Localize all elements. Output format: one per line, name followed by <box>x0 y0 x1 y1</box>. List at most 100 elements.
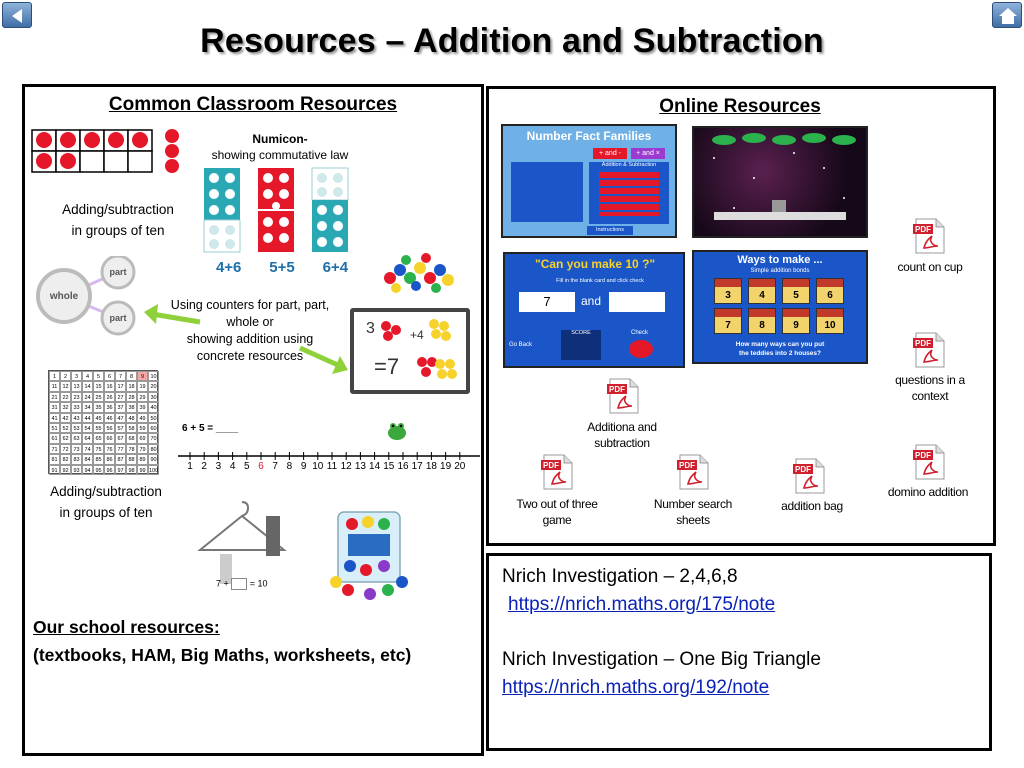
pdf-label-addition-bag[interactable]: addition bag <box>781 499 843 513</box>
board-plus: +4 <box>410 328 424 342</box>
hundred-cell: 5 <box>93 371 104 382</box>
board-number-a: 3 <box>366 320 375 337</box>
hundred-cell: 77 <box>115 443 126 455</box>
hundred-cell: 70 <box>148 433 159 444</box>
hundred-cell: 47 <box>115 412 126 423</box>
pdf-label-number-search-2[interactable]: sheets <box>676 513 710 527</box>
hundred-cell: 42 <box>60 412 71 423</box>
nff-menu-label: Addition & Subtraction <box>601 162 657 168</box>
pdf-icon[interactable] <box>676 454 710 490</box>
nrich-link-1[interactable]: https://nrich.maths.org/175/note <box>508 594 776 615</box>
number-line-label: 20 <box>454 461 466 472</box>
hundred-cell: 60 <box>148 422 159 434</box>
number-fact-families-thumbnail[interactable]: Number Fact Families + and - + and × Add… <box>501 124 677 238</box>
pdf-label-questions-1[interactable]: questions in a <box>895 373 965 387</box>
hundred-cell: 63 <box>71 433 82 444</box>
back-button[interactable] <box>2 2 32 28</box>
hundred-cell: 1 <box>49 371 60 382</box>
pdf-label-addsub-1[interactable]: Additiona and <box>587 420 657 434</box>
space-game-thumbnail[interactable] <box>692 126 868 238</box>
ten-frame <box>31 129 179 173</box>
hundred-cell: 15 <box>93 381 104 392</box>
adding-groups-caption-2a: Adding/subtraction <box>50 484 162 499</box>
numberline-equation: 6 + 5 = ____ <box>182 423 239 434</box>
hundred-cell: 90 <box>148 454 159 465</box>
number-line-label: 9 <box>300 461 307 472</box>
pdf-label-two-of-three-2[interactable]: game <box>542 513 572 527</box>
hundred-cell: 84 <box>82 454 93 465</box>
counters-image <box>384 253 454 293</box>
number-line-label: 3 <box>215 461 222 472</box>
hundred-cell: 51 <box>49 422 60 434</box>
ways-title: Ways to make ... <box>737 254 823 266</box>
number-line-label: 17 <box>411 461 423 472</box>
ways-house: 6 <box>816 278 844 304</box>
pdf-icon[interactable] <box>540 454 574 490</box>
pdf-label-addsub-2[interactable]: subtraction <box>594 436 650 450</box>
part-whole-model <box>36 256 136 336</box>
hundred-cell: 37 <box>115 402 126 413</box>
nff-title: Number Fact Families <box>526 129 652 143</box>
hundred-cell: 78 <box>126 443 137 455</box>
ways-house: 3 <box>714 278 742 304</box>
adding-groups-caption-2b: in groups of ten <box>59 505 153 520</box>
hundred-cell: 97 <box>115 464 126 475</box>
hundred-cell: 23 <box>71 391 82 403</box>
hundred-cell: 45 <box>93 412 104 423</box>
pdf-label-count-on-cup[interactable]: count on cup <box>897 260 963 274</box>
hundred-cell: 48 <box>126 412 137 423</box>
hundred-cell: 28 <box>126 391 137 403</box>
pdf-icon[interactable] <box>912 218 946 254</box>
hundred-cell: 50 <box>148 412 159 423</box>
number-line-label: 15 <box>383 461 395 472</box>
adding-groups-caption-1b: in groups of ten <box>71 223 165 238</box>
pdf-label-domino-addition[interactable]: domino addition <box>887 485 969 499</box>
hundred-cell: 27 <box>115 391 126 403</box>
hundred-cell: 21 <box>49 391 60 403</box>
pdf-label-two-of-three-1[interactable]: Two out of three <box>516 497 598 511</box>
number-line-label: 2 <box>201 461 207 472</box>
pdf-label-number-search-1[interactable]: Number search <box>653 497 733 511</box>
numicon-labels: 4+6 5+5 6+4 <box>202 259 362 276</box>
ways-house: 7 <box>714 308 742 334</box>
home-button[interactable] <box>992 2 1022 28</box>
hundred-cell: 25 <box>93 391 104 403</box>
ways-to-make-thumbnail[interactable]: Ways to make ... Simple addition bonds 3… <box>692 250 868 364</box>
make-ten-title: "Can you make 10 ?" <box>535 257 656 271</box>
pdf-icon[interactable] <box>912 332 946 368</box>
common-resources-panel <box>22 84 484 756</box>
make-ten-value: 7 <box>519 292 575 312</box>
ways-house: 10 <box>816 308 844 334</box>
make-ten-thumbnail[interactable]: "Can you make 10 ?" Fill in the blank ca… <box>503 252 685 368</box>
hundred-cell: 82 <box>60 454 71 465</box>
hundred-cell: 87 <box>115 454 126 465</box>
number-line-label: 5 <box>244 461 250 472</box>
ways-house: 4 <box>748 278 776 304</box>
hundred-cell: 74 <box>82 443 93 455</box>
hundred-cell: 79 <box>137 443 148 455</box>
number-line-label: 13 <box>354 461 366 472</box>
pdf-icon[interactable] <box>606 378 640 414</box>
hundred-cell: 76 <box>104 443 115 455</box>
hundred-cell: 64 <box>82 433 93 444</box>
hanger-blank <box>231 578 248 590</box>
hundred-cell: 75 <box>93 443 104 455</box>
hundred-cell: 8 <box>126 371 137 382</box>
hundred-cell: 38 <box>126 402 137 413</box>
pdf-icon[interactable] <box>912 444 946 480</box>
hundred-cell: 83 <box>71 454 82 465</box>
hundred-cell: 13 <box>71 381 82 392</box>
part-label-1: part <box>109 267 127 277</box>
hundred-cell: 39 <box>137 402 148 413</box>
pdf-label-questions-2[interactable]: context <box>911 389 949 403</box>
counters-caption-2: whole or <box>226 315 274 329</box>
nrich-link-2[interactable]: https://nrich.maths.org/192/note <box>502 677 770 698</box>
make-ten-go-back: Go Back <box>509 342 533 348</box>
numicon-title: Numicon- <box>252 132 308 146</box>
hundred-cell: 3 <box>71 371 82 382</box>
pdf-icon[interactable] <box>792 458 826 494</box>
hundred-cell: 100 <box>148 464 159 475</box>
make-ten-blank <box>609 292 665 312</box>
hundred-cell: 94 <box>82 464 93 475</box>
